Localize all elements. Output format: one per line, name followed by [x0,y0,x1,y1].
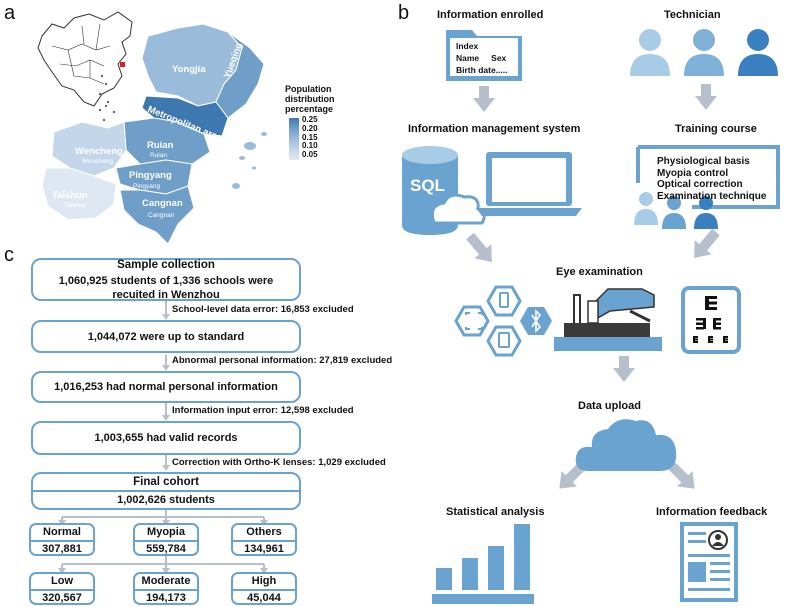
region-ruian [123,117,211,165]
label-cangnan-small: Cangnan [148,212,175,219]
training-items: Physiological basis Myopia control Optic… [657,156,767,202]
database-icon [402,146,486,235]
title-data-upload: Data upload [578,400,641,412]
label-taishun: Taishun [52,190,88,201]
wenzhou-map [41,23,267,245]
sample-title: Sample collection [117,258,215,271]
refractometer-icon [554,288,662,351]
box-up-to-standard: 1,044,072 were up to standard [31,320,301,353]
legend-ticks: 0.25 0.20 0.15 0.10 0.05 [302,115,318,160]
label-wencheng-small: Wencheng [82,158,113,165]
technician-icons [630,29,778,76]
eye-chart-icon [681,286,741,354]
title-eye-exam: Eye examination [556,266,643,278]
title-stats: Statistical analysis [446,506,545,518]
cloud-icon [575,419,677,471]
panel-label-a: a [4,2,16,24]
region-wencheng [51,121,127,177]
training-board-icon [634,145,780,229]
label-yongjia: Yongjia [172,64,206,75]
region-taishun [41,167,117,221]
region-metro [141,95,229,137]
document-folder-icon [446,30,522,81]
laptop-icon [476,152,582,216]
box-valid-records: 1,003,655 had valid records [31,421,301,455]
legend-colorbar [289,118,299,160]
sql-label: SQL [410,176,445,195]
exclusion-4: Correction with Ortho-K lenses: 1,029 ex… [172,457,386,468]
china-inset-map [37,11,133,111]
title-info-enrolled: Information enrolled [437,9,544,21]
panel-label-b: b [398,2,410,24]
label-cangnan: Cangnan [142,198,183,209]
title-technician: Technician [664,9,721,21]
bar-chart-icon [432,524,534,604]
box-sample-collection: Sample collection 1,060,925 students of … [31,258,301,301]
label-wencheng: Wencheng [75,146,123,157]
feedback-document-icon [680,522,738,602]
panel-label-c: c [4,244,14,266]
south-sea-islands [99,75,115,121]
label-taishun-small: Taishun [64,202,87,209]
label-ruian: Ruian [147,140,174,151]
label-ruian-small: Ruian [150,152,167,159]
box-final-cohort: Final cohort 1,002,626 students [31,472,301,510]
label-pingyang: Pingyang [129,170,172,181]
title-feedback: Information feedback [656,506,768,518]
label-pingyang-small: Pingyang [133,183,161,190]
exclusion-3: Information input error: 12,598 excluded [172,405,354,416]
exclusion-2: Abnormal personal information: 27,819 ex… [172,355,393,366]
title-training: Training course [675,123,757,135]
wenzhou-marker [120,62,125,67]
title-ims: Information management system [408,123,581,135]
devices-hexagon-icon [454,285,552,357]
legend-title: Population distribution percentage [285,84,335,114]
exclusion-1: School-level data error: 16,853 excluded [172,304,354,315]
region-cangnan [119,185,195,245]
box-normal-info: 1,016,253 had normal personal informatio… [31,371,301,403]
